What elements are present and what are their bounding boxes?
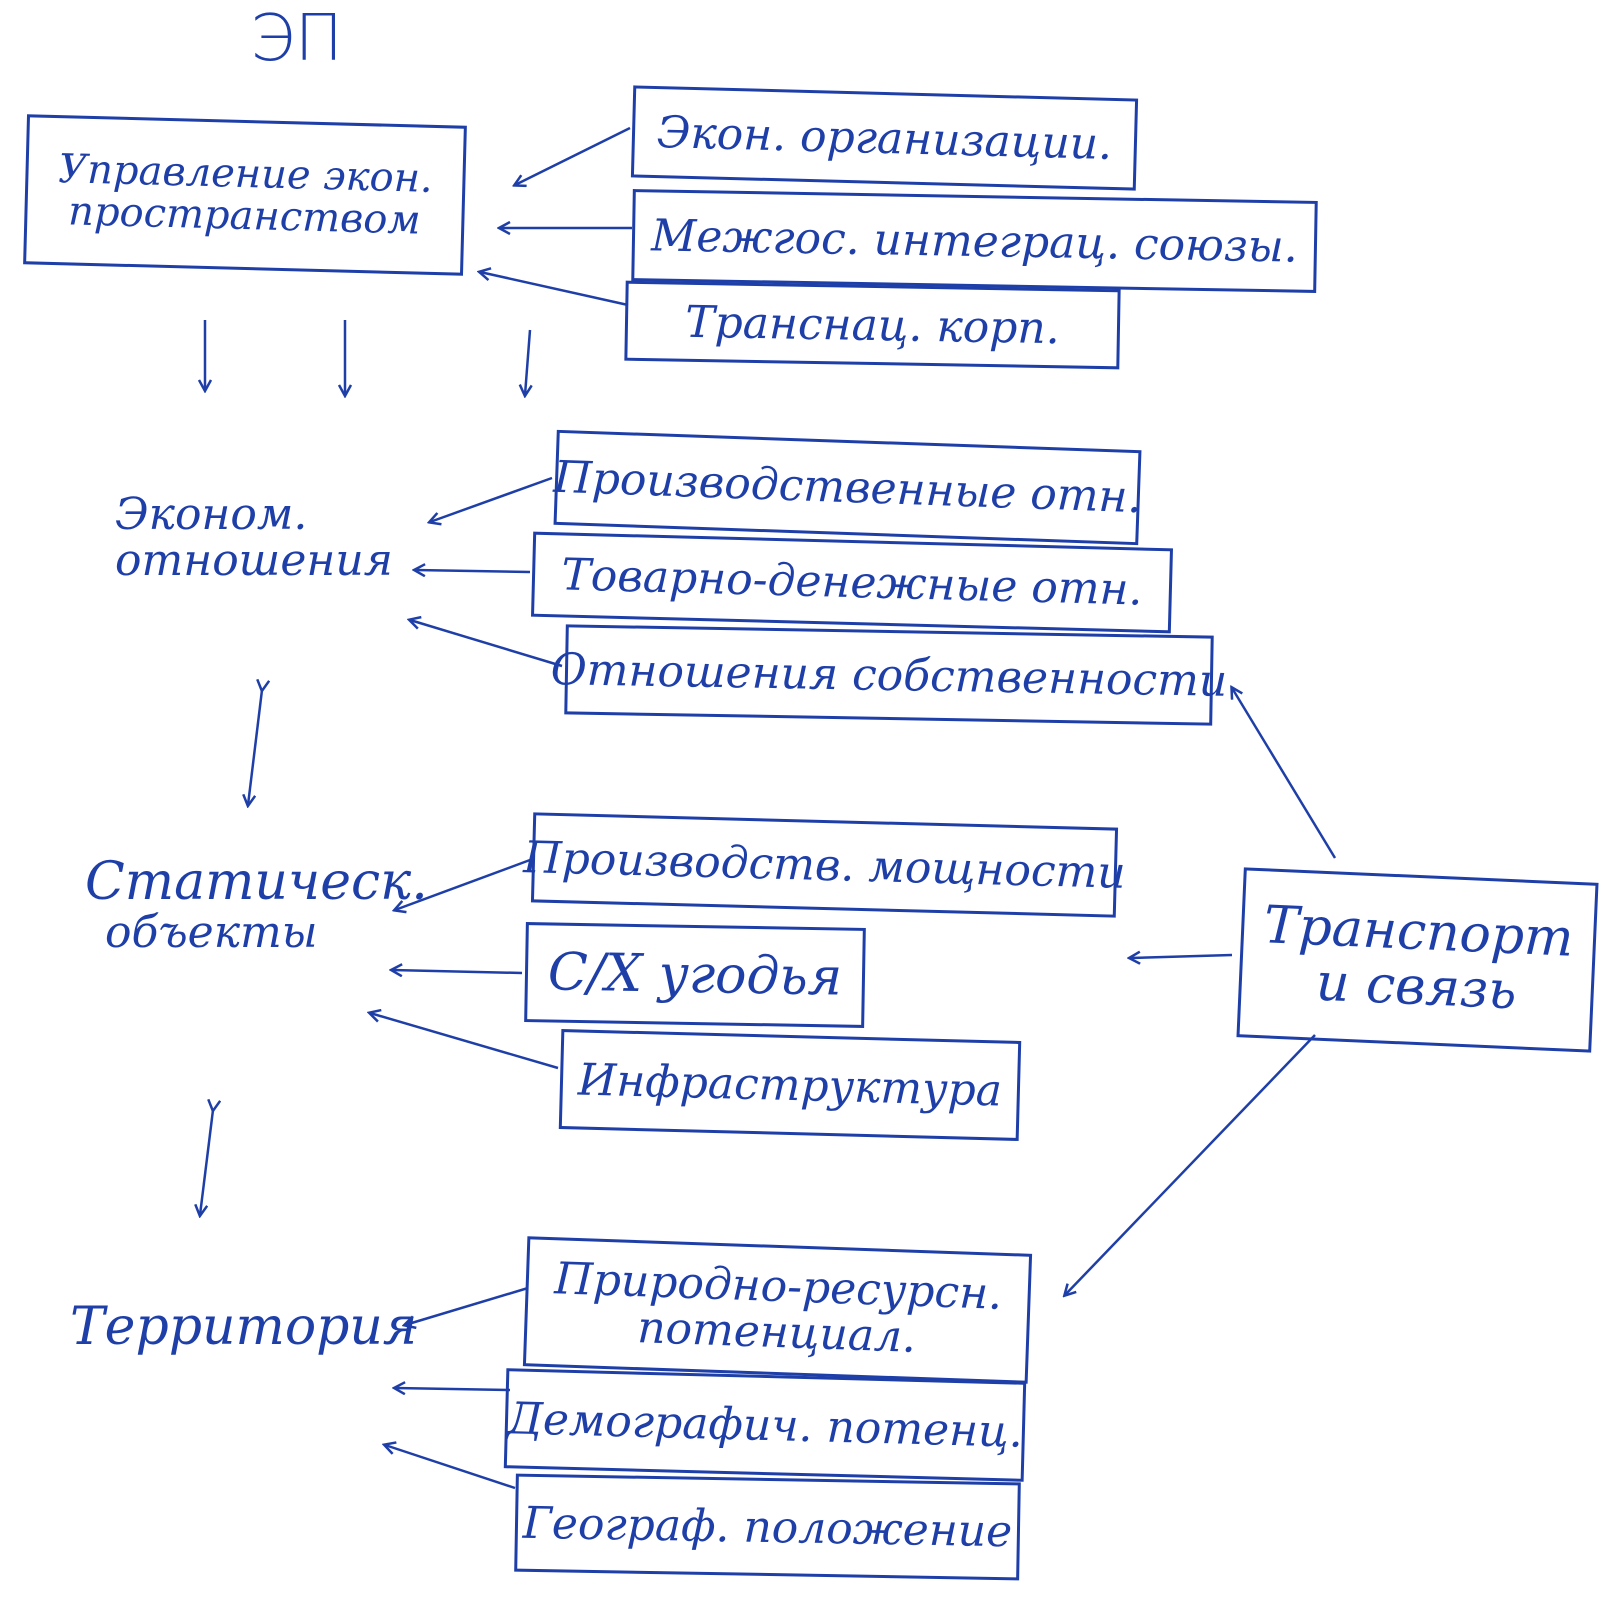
arrow-prod-rel-to-relations [430, 476, 553, 522]
arrow-transport-to-capacity [1130, 955, 1233, 958]
box-commodity-money-relations: Товарно-денежные отн. [530, 531, 1174, 634]
box-property-relations: Отношения собственности [550, 624, 1228, 726]
arrow-transport-to-resources [1065, 1034, 1316, 1295]
box-resources-line2: потенциал. [636, 1302, 917, 1363]
arrow-commodity-to-relations [415, 570, 531, 572]
box-econ-organizations: Экон. организации. [630, 85, 1139, 191]
arrow-property-to-relations [410, 620, 563, 668]
arrow-resources-to-territory [405, 1286, 529, 1325]
node-static-objects: Статическ. объекты [85, 855, 428, 956]
node-transport-and-communication: Транспорт и связь [1236, 867, 1599, 1053]
node-relations-line2: отношения [115, 535, 393, 587]
box-demographic-potential: Демографич. потенц. [503, 1368, 1027, 1482]
box-natural-resource-potential: Природно-ресурсн. потенциал. [522, 1236, 1033, 1384]
diagram-title: ЭП [250, 2, 343, 76]
box-transnational-corps: Транснац. корп. [624, 280, 1121, 370]
node-static-line2: объекты [105, 906, 318, 958]
node-relations-line1: Эконом. [115, 489, 308, 540]
arrow-geo-to-territory [385, 1445, 516, 1490]
box-interstate-unions: Межгос. интеграц. союзы. [631, 189, 1318, 293]
box-farmland: С/Х угодья [524, 922, 866, 1028]
node-economic-relations: Эконом. отношения [115, 489, 393, 587]
arrow-corp-to-management [480, 272, 629, 307]
node-territory: Территория [70, 1297, 418, 1357]
arrow-farmland-to-static [392, 970, 523, 973]
box-production-capacity: Производств. мощности [523, 812, 1126, 918]
node-management: Управление экон. пространством [23, 114, 467, 276]
box-production-relations: Производственные отн. [553, 429, 1142, 546]
node-transport-line2: и связь [1314, 952, 1518, 1022]
box-infrastructure: Инфраструктура [558, 1028, 1022, 1142]
arrow-infra-to-static [370, 1013, 559, 1070]
box-geographic-position: Географ. положение [514, 1473, 1021, 1581]
arrow-capacity-to-static [395, 858, 531, 910]
arrow-transport-to-property [1232, 688, 1337, 859]
node-management-line2: пространством [67, 188, 422, 244]
double-arrow-relations-static [248, 690, 262, 805]
arrow-down-3 [525, 329, 530, 395]
node-static-line1: Статическ. [85, 852, 428, 912]
double-arrow-static-territory [200, 1110, 213, 1215]
arrow-org-to-management [515, 126, 631, 185]
arrow-demo-to-territory [395, 1388, 511, 1390]
